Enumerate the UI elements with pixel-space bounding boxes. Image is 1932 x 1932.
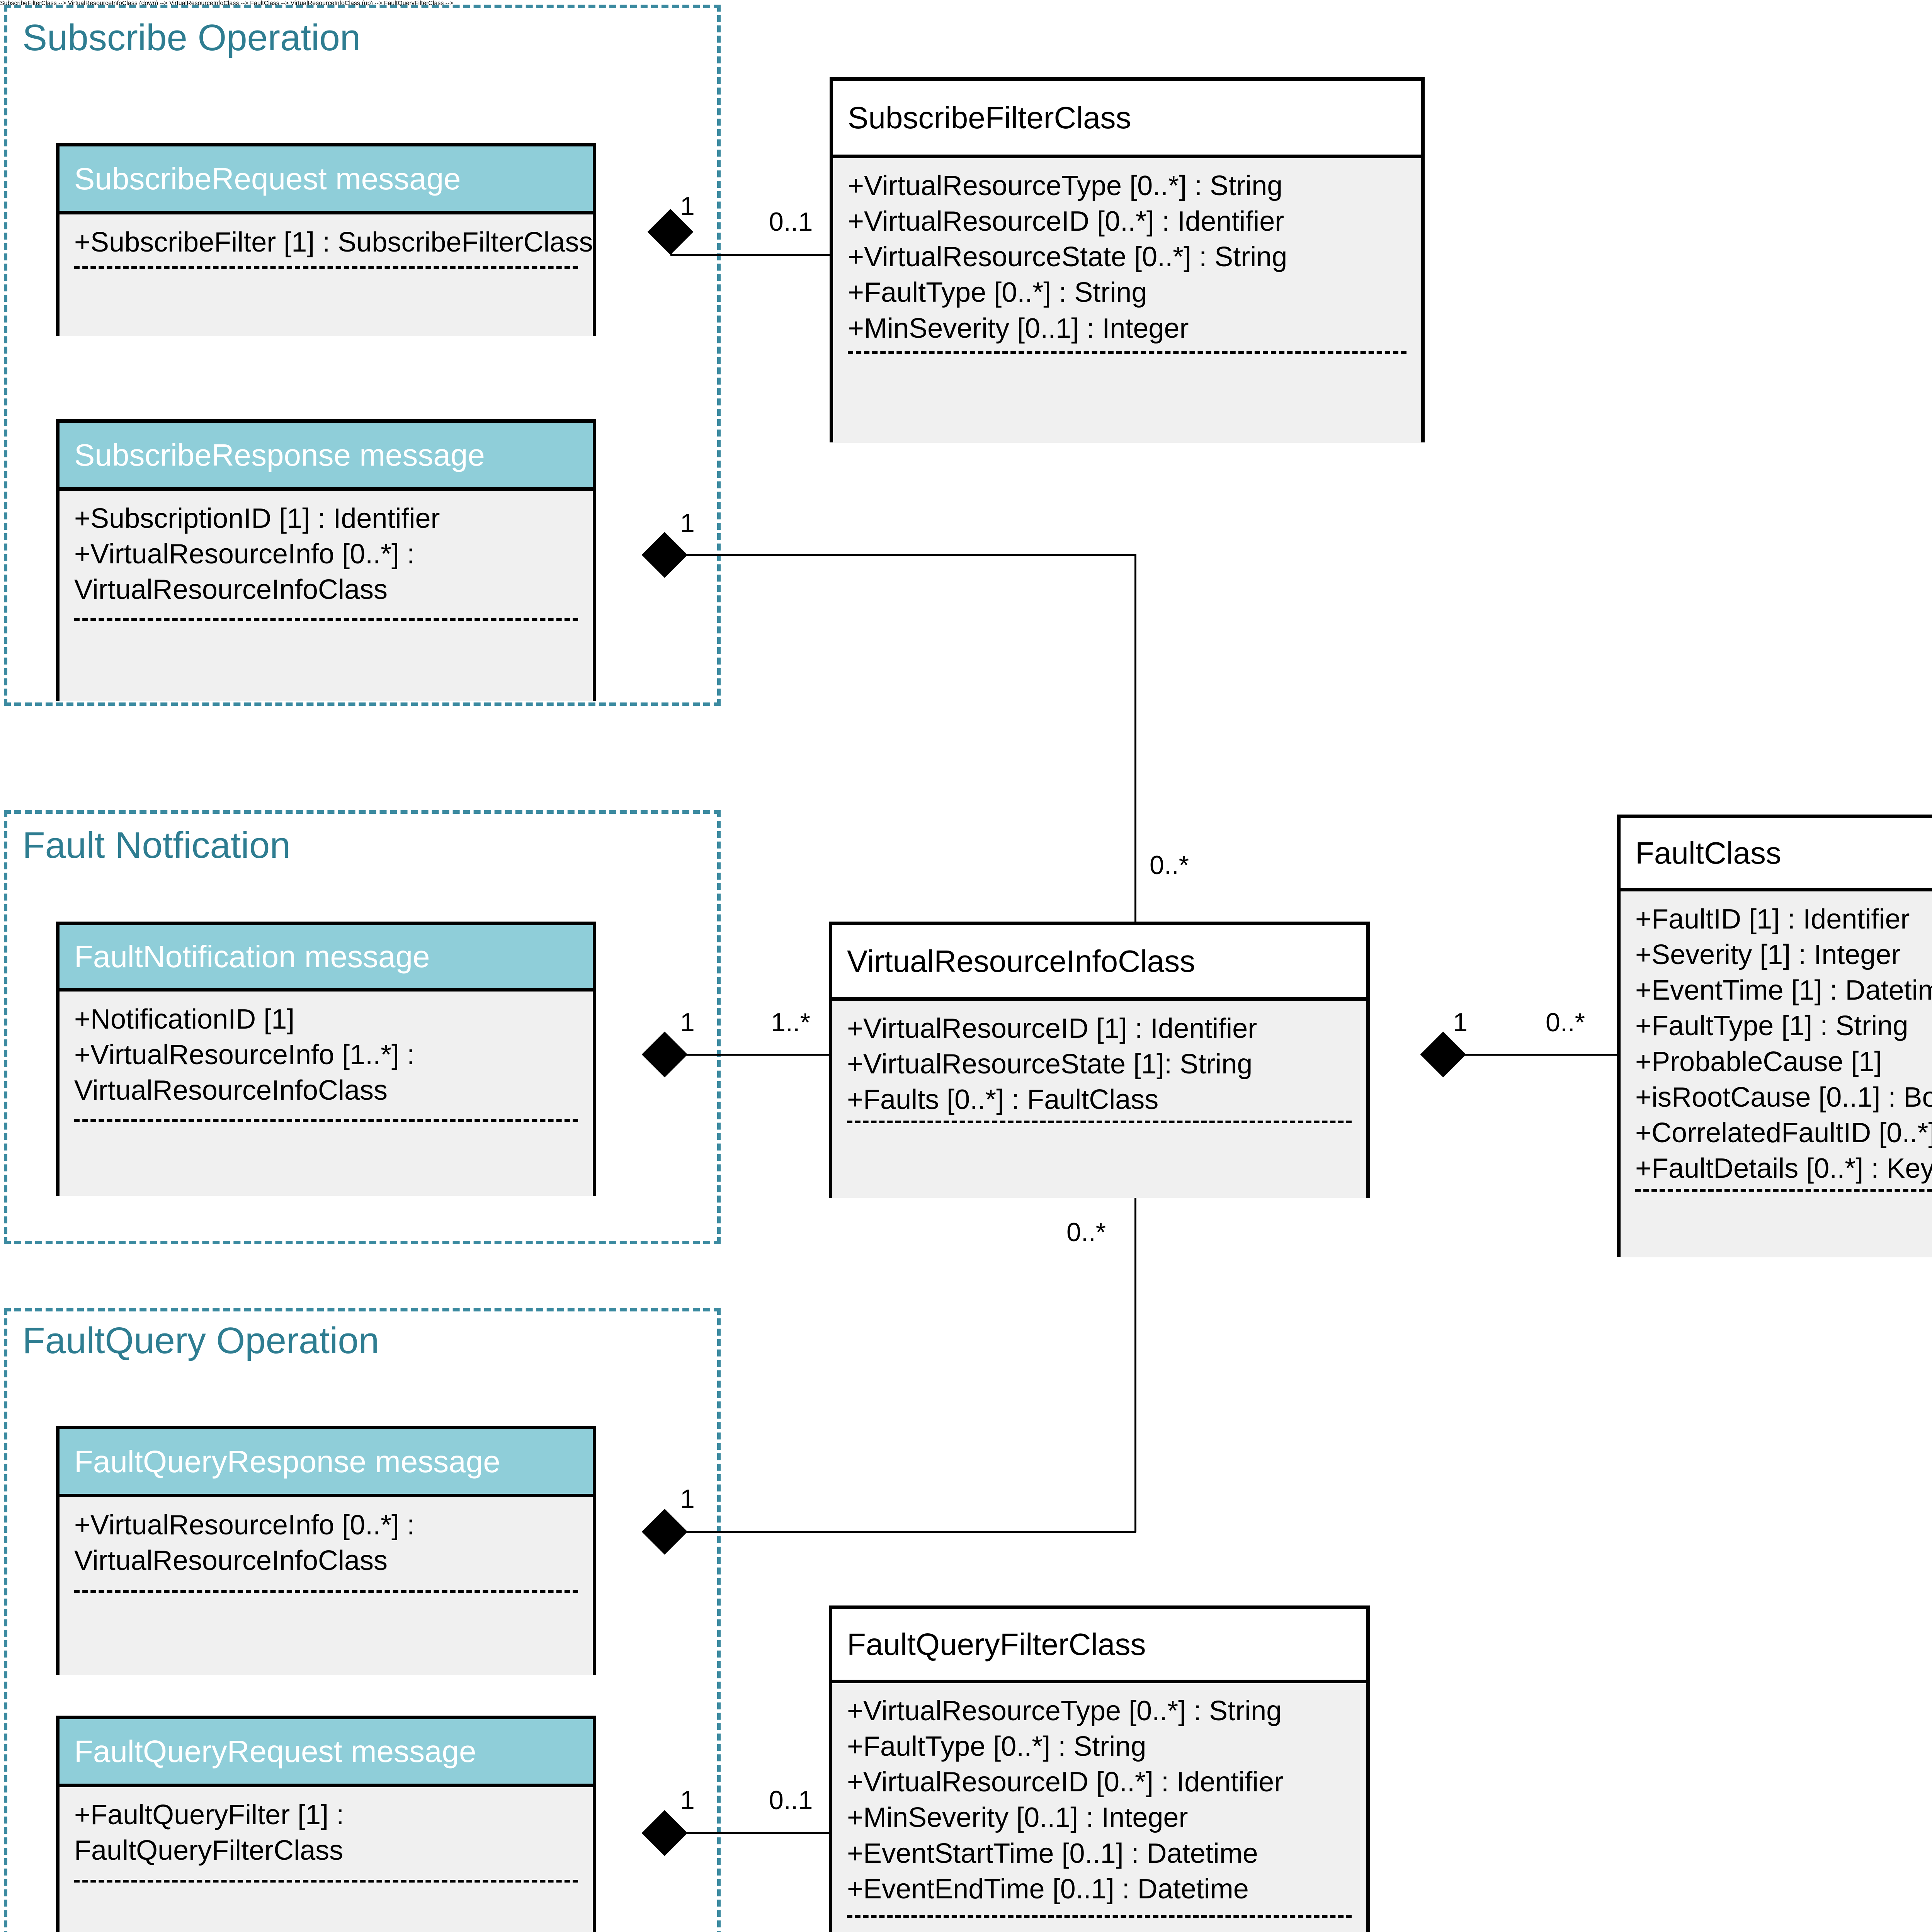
group-title-fault-query-operation: FaultQuery Operation — [22, 1320, 379, 1361]
connector-vri-fault-class-horizontal — [1443, 1054, 1619, 1056]
compartment-separator — [1635, 1189, 1932, 1192]
attribute-row: +FaultType [1] : String — [1635, 1010, 1908, 1042]
compartment-separator — [847, 1121, 1352, 1123]
multiplicity-label: 1 — [680, 192, 695, 221]
attribute-row: +VirtualResourceType [0..*] : String — [847, 1696, 1282, 1726]
box-header: SubscribeRequest message — [60, 146, 593, 214]
box-header: SubscribeResponse message — [60, 423, 593, 491]
box-header: FaultClass — [1621, 818, 1932, 891]
box-fault-query-response-message[interactable]: FaultQueryResponse message +VirtualResou… — [56, 1426, 596, 1675]
attribute-row: +EventEndTime [0..1] : Datetime — [847, 1873, 1249, 1905]
box-virtual-resource-info-class[interactable]: VirtualResourceInfoClass +VirtualResourc… — [829, 922, 1370, 1198]
multiplicity-label: 0..1 — [769, 1786, 813, 1815]
compartment-separator — [74, 1590, 578, 1593]
group-title-subscribe-operation: Subscribe Operation — [22, 17, 361, 58]
box-fault-class[interactable]: FaultClass +FaultID [1] : Identifier +Se… — [1617, 815, 1932, 1257]
attribute-row: +isRootCause [0..1] : Boolean — [1635, 1082, 1932, 1113]
box-header: SubscribeFilterClass — [833, 81, 1421, 158]
box-subscribe-request-message[interactable]: SubscribeRequest message +SubscribeFilte… — [56, 143, 596, 336]
connector-fault-notification-vri-horizontal — [665, 1054, 831, 1056]
compartment-separator — [74, 1880, 578, 1883]
group-subscribe-operation — [4, 5, 721, 706]
attribute-row: +MinSeverity [0..1] : Integer — [848, 313, 1189, 344]
box-subscribe-filter-class[interactable]: SubscribeFilterClass +VirtualResourceTyp… — [830, 77, 1425, 443]
connector-subscribe-request-filter-horizontal — [670, 254, 831, 256]
compartment-separator — [74, 618, 578, 621]
multiplicity-label: 0..* — [1066, 1218, 1106, 1247]
attribute-row: +FaultType [0..*] : String — [847, 1731, 1146, 1762]
box-body: +VirtualResourceInfo [0..*] : VirtualRes… — [60, 1497, 593, 1675]
box-subscribe-response-message[interactable]: SubscribeResponse message +SubscriptionI… — [56, 419, 596, 701]
box-body: +VirtualResourceType [0..*] : String +Vi… — [833, 158, 1421, 443]
attribute-row: +VirtualResourceState [1]: String — [847, 1049, 1253, 1080]
attribute-row: +EventStartTime [0..1] : Datetime — [847, 1838, 1258, 1869]
multiplicity-label: 1 — [680, 1008, 695, 1037]
attribute-row: +VirtualResourceID [0..*] : Identifier — [847, 1767, 1284, 1798]
connector-fault-query-response-vri-vertical — [1134, 1198, 1136, 1532]
multiplicity-label: 1 — [680, 1484, 695, 1514]
attribute-row: +EventTime [1] : Datetime — [1635, 975, 1932, 1006]
attribute-row: +NotificationID [1] — [74, 1004, 295, 1035]
group-fault-notification — [4, 810, 721, 1244]
box-body: +NotificationID [1] +VirtualResourceInfo… — [60, 992, 593, 1196]
group-fault-query-operation — [4, 1308, 721, 1932]
connector-subscribe-response-vri-vertical — [1134, 554, 1136, 923]
multiplicity-label: 0..1 — [769, 207, 813, 236]
multiplicity-label: 1 — [680, 509, 695, 538]
compartment-separator — [847, 1915, 1352, 1918]
group-title-fault-notification: Fault Notfication — [22, 825, 291, 866]
box-fault-query-filter-class[interactable]: FaultQueryFilterClass +VirtualResourceTy… — [829, 1605, 1370, 1932]
box-header: FaultQueryResponse message — [60, 1429, 593, 1497]
attribute-row: +SubscribeFilter [1] : SubscribeFilterCl… — [74, 227, 593, 258]
compartment-separator — [74, 266, 578, 269]
compartment-separator — [74, 1119, 578, 1122]
connector-subscribe-response-vri-horizontal — [665, 554, 1136, 556]
box-fault-query-request-message[interactable]: FaultQueryRequest message +FaultQueryFil… — [56, 1716, 596, 1932]
composition-diamond-virtual-resource-info — [1420, 1031, 1466, 1078]
box-header: FaultQueryFilterClass — [832, 1609, 1366, 1683]
attribute-row: +VirtualResourceType [0..*] : String — [848, 170, 1283, 201]
multiplicity-label: 1..* — [771, 1008, 811, 1037]
box-body: +VirtualResourceType [0..*] : String +Fa… — [832, 1683, 1366, 1932]
attribute-row: +CorrelatedFaultID [0..*] : Identifier — [1635, 1117, 1932, 1148]
attribute-row: +FaultQueryFilter [1] : — [74, 1799, 344, 1830]
attribute-row: +VirtualResourceID [0..*] : Identifier — [848, 206, 1284, 237]
attribute-row: VirtualResourceInfoClass — [74, 1075, 388, 1106]
attribute-row: +VirtualResourceInfo [0..*] : — [74, 1510, 415, 1541]
connector-fault-query-request-filter-horizontal — [665, 1832, 831, 1834]
connector-fault-query-response-vri-horizontal — [665, 1531, 1136, 1533]
attribute-row: +ProbableCause [1] — [1635, 1046, 1882, 1077]
attribute-row: +VirtualResourceInfo [0..*] : — [74, 539, 415, 570]
attribute-row: +SubscriptionID [1] : Identifier — [74, 503, 440, 534]
attribute-row: VirtualResourceInfoClass — [74, 574, 388, 605]
attribute-row: +VirtualResourceInfo [1..*] : — [74, 1039, 415, 1071]
attribute-row: +FaultType [0..*] : String — [848, 277, 1147, 308]
box-fault-notification-message[interactable]: FaultNotification message +NotificationI… — [56, 922, 596, 1196]
attribute-row: +FaultID [1] : Identifier — [1635, 904, 1910, 935]
multiplicity-label: 1 — [1453, 1008, 1468, 1037]
box-header: FaultNotification message — [60, 925, 593, 992]
box-body: +FaultQueryFilter [1] : FaultQueryFilter… — [60, 1787, 593, 1932]
multiplicity-label: 1 — [680, 1786, 695, 1815]
attribute-row: VirtualResourceInfoClass — [74, 1545, 388, 1577]
compartment-separator — [848, 351, 1406, 354]
attribute-row: +Severity [1] : Integer — [1635, 939, 1901, 971]
multiplicity-label: 0..* — [1546, 1008, 1585, 1037]
attribute-row: +MinSeverity [0..1] : Integer — [847, 1802, 1188, 1833]
box-header: VirtualResourceInfoClass — [832, 925, 1366, 1001]
box-body: +FaultID [1] : Identifier +Severity [1] … — [1621, 891, 1932, 1257]
attribute-row: +Faults [0..*] : FaultClass — [847, 1084, 1159, 1116]
attribute-row: FaultQueryFilterClass — [74, 1835, 344, 1866]
box-header: FaultQueryRequest message — [60, 1719, 593, 1787]
box-body: +VirtualResourceID [1] : Identifier +Vir… — [832, 1001, 1366, 1198]
box-body: +SubscribeFilter [1] : SubscribeFilterCl… — [60, 214, 593, 336]
attribute-row: +VirtualResourceState [0..*] : String — [848, 242, 1287, 273]
attribute-row: +FaultDetails [0..*] : Key-Value pairs — [1635, 1153, 1932, 1184]
attribute-row: +VirtualResourceID [1] : Identifier — [847, 1013, 1257, 1044]
multiplicity-label: 0..* — [1150, 850, 1189, 880]
box-body: +SubscriptionID [1] : Identifier +Virtua… — [60, 491, 593, 701]
